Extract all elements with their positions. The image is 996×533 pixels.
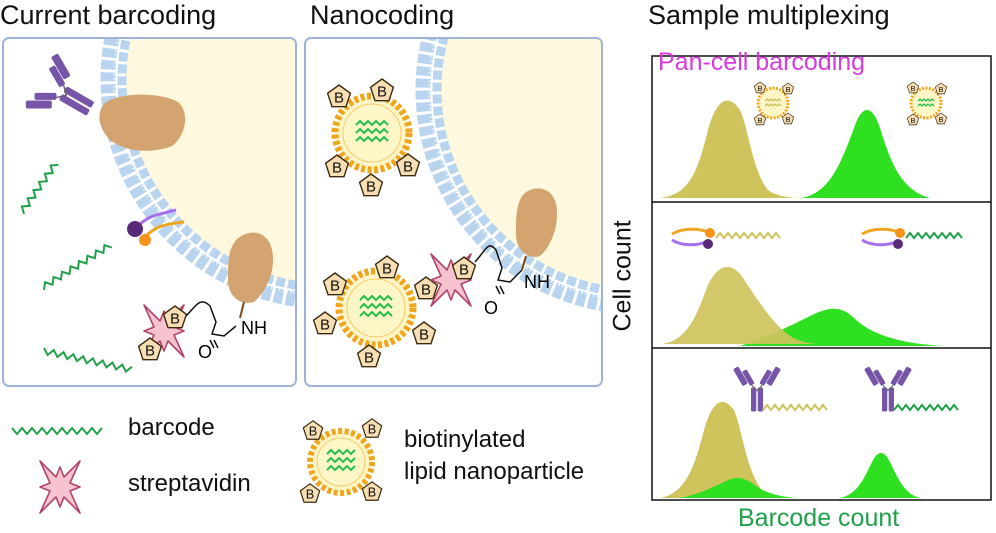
biotin-icon [302,420,324,440]
histogram-peak-green [740,308,946,346]
barcode-strand-yellow [715,231,781,240]
histogram-peak-yellow [660,100,800,198]
histogram-peak-green-small [680,478,800,498]
legend-barcode-label: barcode [128,414,215,441]
multiplexing-panel [651,55,992,501]
lipid-tail-orange [144,220,185,238]
lipid-barcode-icon [671,238,707,247]
lipid-nanoparticle-icon [331,92,413,174]
barcode-strand-yellow [762,403,828,412]
lipid-head-orange [895,228,905,238]
nanocoding-title: Nanocoding [310,0,455,30]
nanocoding-panel: O NH [304,37,603,387]
carbonyl-o-label: O [198,342,212,362]
linker-brown [239,301,245,319]
carbonyl-bond [495,285,505,295]
pan-cell-barcoding-subtitle: Pan-cell barcoding [658,48,866,76]
lipid-barcode-icon [671,227,709,236]
lipid-nanoparticle-icon [335,267,417,349]
legend-nanoparticle-label-1: biotinylated [404,426,526,453]
antibody-icon [863,365,913,413]
membrane-outer-heads [100,39,295,310]
lipid-head-orange [139,234,151,246]
legend-streptavidin-swatch [39,460,81,514]
cell-cytoplasm [125,39,295,285]
barcode-strand-1 [20,163,59,215]
biotin-icon [934,82,948,95]
carbonyl-o-label: O [484,298,498,318]
biotin-icon [781,82,795,95]
amine-nh-label: NH [241,318,267,338]
biotin-icon [906,81,920,94]
current-barcoding-panel: O NH [2,37,297,387]
legend [11,418,383,514]
histogram-peak-yellow [660,401,790,498]
lipid-nanoparticle-icon [756,86,790,120]
amine-nh-label: NH [524,272,550,292]
chemical-linker [474,245,523,283]
lipid-head-orange [705,228,715,238]
x-axis-label: Barcode count [738,504,900,532]
legend-nanoparticle-label-2: lipid nanoparticle [404,458,585,485]
protein-blob-1 [99,94,186,151]
legend-nanoparticle-swatch [307,428,375,496]
lipid-tail-purple [136,208,177,228]
barcode-strand-3 [43,347,133,374]
membrane-inner-heads [432,39,601,298]
lipid-head-purple [893,239,903,249]
antibody-icon [732,365,782,413]
biotin-icon [753,81,767,94]
histogram-peak-green [840,453,920,498]
protein-blob-3 [516,188,558,257]
lipid-head-purple [703,239,713,249]
membrane-inner-heads [117,39,295,293]
biotin-icon [299,483,321,503]
barcode-strand-green [905,231,963,240]
linker-brown [521,255,527,271]
histogram-peak-green [800,110,930,198]
biotin-icon [361,418,383,438]
sample-multiplexing-title: Sample multiplexing [648,0,890,30]
y-axis-label: Cell count [608,220,637,332]
legend-barcode-swatch [11,426,103,436]
lipid-barcode-icon [861,227,899,236]
lipid-barcode-icon [861,238,897,247]
protein-blob-2 [228,232,274,303]
barcode-strand-green [893,403,959,412]
chemical-linker [185,301,237,337]
barcode-strand-2 [43,243,113,291]
lipid-nanoparticle-icon [909,86,943,120]
histogram-frame [651,55,992,501]
legend-streptavidin-label: streptavidin [128,470,251,497]
lipid-head-purple [127,221,143,237]
current-barcoding-title: Current barcoding [0,0,217,30]
histogram-peak-yellow [662,266,820,344]
carbonyl-bond [209,339,219,349]
